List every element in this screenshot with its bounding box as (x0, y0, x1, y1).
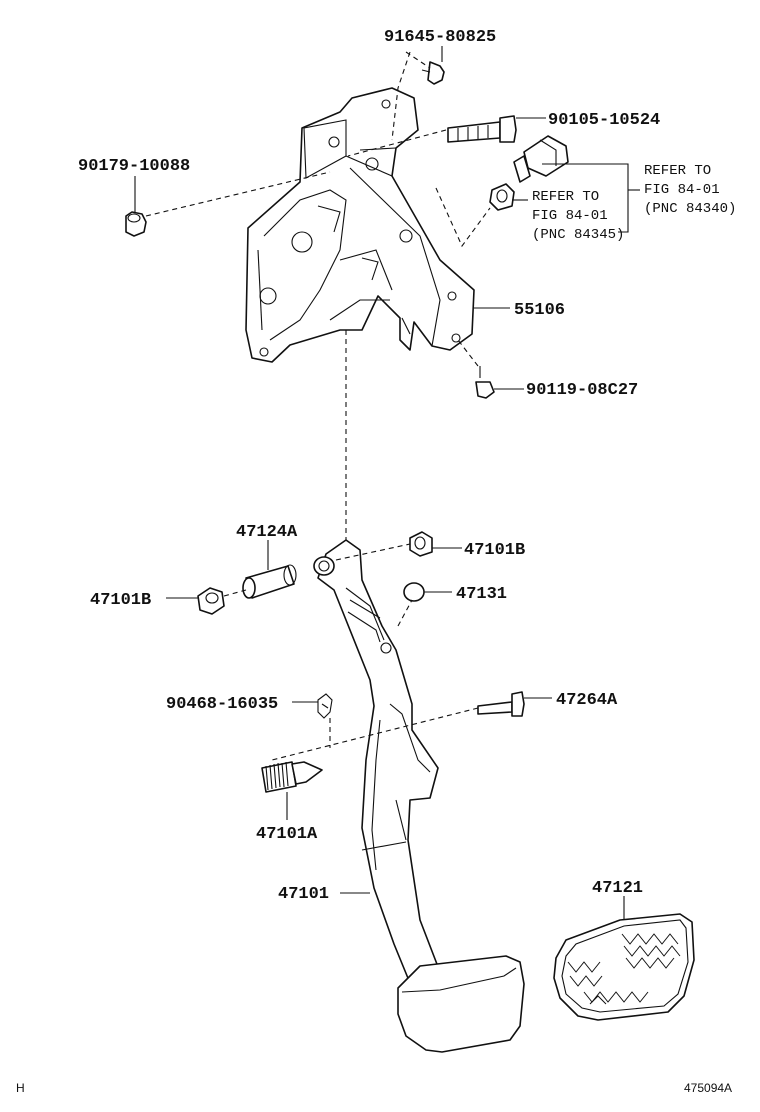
spring-47101A (261, 761, 323, 793)
label-47131: 47131 (456, 585, 507, 604)
label-47101B-right: 47101B (464, 541, 525, 560)
leader-lines (134, 46, 640, 920)
clip-90468 (317, 693, 333, 719)
bolt-91645 (421, 61, 445, 85)
collar-47101B-right (409, 531, 433, 557)
label-90468-16035: 90468-16035 (166, 695, 278, 714)
label-91645-80825: 91645-80825 (384, 28, 496, 47)
ref-84345-line1: REFER TO (532, 189, 599, 205)
cushion-84345 (489, 183, 515, 211)
label-47121: 47121 (592, 879, 643, 898)
bushing-47124A (242, 564, 297, 599)
label-90119-08C27: 90119-08C27 (526, 381, 638, 400)
label-55106: 55106 (514, 301, 565, 320)
brake-pedal-arm (313, 539, 441, 991)
ref-84340-line3: (PNC 84340) (644, 201, 736, 217)
bolt-90119 (475, 366, 495, 399)
label-90105-10524: 90105-10524 (548, 111, 660, 130)
diagram-code: 475094A (684, 1081, 732, 1095)
assembly-lines (145, 51, 491, 761)
label-90179-10088: 90179-10088 (78, 157, 190, 176)
bolt-47264A (477, 691, 525, 717)
label-47264A: 47264A (556, 691, 618, 710)
ref-84345-line2: FIG 84-01 (532, 208, 608, 224)
label-47101B-left: 47101B (90, 591, 151, 610)
pedal-bracket-assembly (245, 87, 475, 363)
label-47124A: 47124A (236, 523, 298, 542)
bolt-90105 (447, 115, 517, 143)
ref-84345-line3: (PNC 84345) (532, 227, 624, 243)
collar-47101B-left (197, 587, 225, 615)
label-47101: 47101 (278, 885, 329, 904)
ref-84340-line2: FIG 84-01 (644, 182, 720, 198)
pedal-pad-47121 (553, 913, 695, 1021)
stop-lamp-switch (513, 135, 569, 183)
label-47101A: 47101A (256, 825, 318, 844)
pedal-pad-base (397, 955, 525, 1053)
nut-90179 (125, 211, 147, 237)
ref-84340-line1: REFER TO (644, 163, 711, 179)
corner-left-label: H (16, 1081, 25, 1095)
cushion-47131 (403, 582, 425, 602)
